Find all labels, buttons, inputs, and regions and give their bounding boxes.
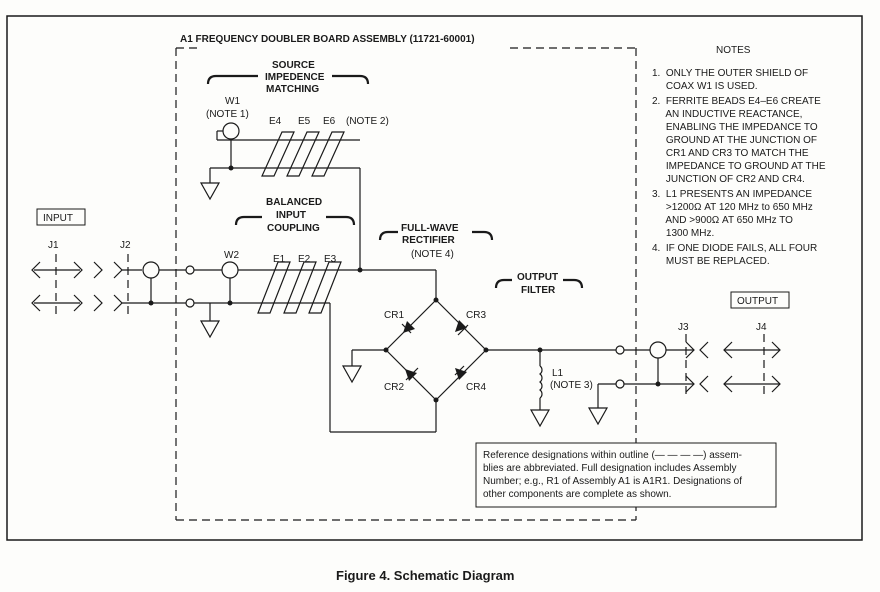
outer-frame <box>6 15 863 541</box>
note-line: 1. ONLY THE OUTER SHIELD OF <box>652 68 808 79</box>
balanced-coupling-label: BALANCED INPUT COUPLING <box>234 197 356 234</box>
svg-text:Number; e.g., R1 of Assembly A: Number; e.g., R1 of Assembly A1 is A1R1.… <box>483 476 742 487</box>
input-label: INPUT <box>43 213 73 224</box>
output-label: OUTPUT <box>737 296 778 307</box>
source-matching-label: SOURCE IMPEDENCE MATCHING <box>206 60 370 95</box>
cr3-label: CR3 <box>466 310 486 321</box>
board-title: A1 FREQUENCY DOUBLER BOARD ASSEMBLY (117… <box>180 34 475 45</box>
input-wiring <box>122 261 195 308</box>
j1-label: J1 <box>48 240 59 251</box>
svg-text:MATCHING: MATCHING <box>266 84 319 95</box>
svg-text:IMPEDENCE: IMPEDENCE <box>265 72 325 83</box>
w1-note: (NOTE 1) <box>206 109 249 120</box>
e1-label: E1 <box>273 254 286 265</box>
l1-note: (NOTE 3) <box>550 380 593 391</box>
note-line: 1300 MHz. <box>652 228 714 239</box>
note-line: ENABLING THE IMPEDANCE TO <box>652 122 818 133</box>
note-line: 4. IF ONE DIODE FAILS, ALL FOUR <box>652 243 817 254</box>
diode-cr2 <box>405 367 419 381</box>
note-line: 2. FERRITE BEADS E4–E6 CREATE <box>652 96 821 107</box>
note-line: 3. L1 PRESENTS AN IMPEDANCE <box>652 189 812 200</box>
output-filter-label: OUTPUT FILTER <box>494 272 584 296</box>
e4-label: E4 <box>269 116 282 127</box>
svg-text:other components are complete: other components are complete as shown. <box>483 489 671 500</box>
w2-label: W2 <box>224 250 239 261</box>
svg-text:COUPLING: COUPLING <box>267 223 320 234</box>
l1-label: L1 <box>552 368 564 379</box>
diode-cr3 <box>455 320 469 336</box>
note-line: >1200Ω AT 120 MHz to 650 MHz <box>652 202 813 213</box>
j2-label: J2 <box>120 240 131 251</box>
note-line: IMPEDANCE TO GROUND AT THE <box>652 161 826 172</box>
output-wiring <box>486 341 694 428</box>
e5-label: E5 <box>298 116 311 127</box>
svg-text:SOURCE: SOURCE <box>272 60 315 71</box>
j3-label: J3 <box>678 322 689 333</box>
w1-coax-and-ferrite-beads <box>199 122 361 270</box>
notes-heading: NOTES <box>716 45 751 56</box>
diode-cr4 <box>454 365 467 380</box>
svg-text:INPUT: INPUT <box>276 210 306 221</box>
reference-box <box>475 442 777 508</box>
svg-text:BALANCED: BALANCED <box>266 197 322 208</box>
svg-text:Reference designations within: Reference designations within outline (—… <box>483 450 742 461</box>
notes-panel: NOTES 1. ONLY THE OUTER SHIELD OF COAX W… <box>652 45 826 267</box>
svg-text:FULL-WAVE: FULL-WAVE <box>401 223 459 234</box>
svg-text:FILTER: FILTER <box>521 285 556 296</box>
note-line: JUNCTION OF CR2 AND CR4. <box>652 174 805 185</box>
note-line: MUST BE REPLACED. <box>652 256 770 267</box>
cr2-label: CR2 <box>384 382 404 393</box>
ferrite-beads-e4-e6 <box>261 131 345 177</box>
e2-label: E2 <box>298 254 311 265</box>
j3-connector <box>685 334 709 398</box>
reference-text: Reference designations within outline (—… <box>483 450 742 500</box>
j1-connector <box>31 254 83 318</box>
board-outline <box>175 47 637 521</box>
e456-note: (NOTE 2) <box>346 116 389 127</box>
note-line: AN INDUCTIVE REACTANCE, <box>652 109 802 120</box>
diode-cr1 <box>401 321 415 334</box>
svg-text:blies are abbreviated. Full de: blies are abbreviated. Full designation … <box>483 463 736 474</box>
note-line: CR1 AND CR3 TO MATCH THE <box>652 148 809 159</box>
cr4-label: CR4 <box>466 382 486 393</box>
j4-label: J4 <box>756 322 767 333</box>
note-line: AND >900Ω AT 650 MHz TO <box>652 215 793 226</box>
e6-label: E6 <box>323 116 336 127</box>
input-label-box <box>36 208 86 226</box>
note-line: COAX W1 IS USED. <box>652 81 758 92</box>
svg-text:OUTPUT: OUTPUT <box>517 272 558 283</box>
cr1-label: CR1 <box>384 310 404 321</box>
j2-connector <box>93 254 129 318</box>
rectifier-label: FULL-WAVE RECTIFIER (NOTE 4) <box>378 223 494 260</box>
e3-label: E3 <box>324 254 337 265</box>
bridge-rectifier <box>341 270 489 432</box>
w2-coax-and-ferrite-beads <box>194 261 436 433</box>
svg-text:RECTIFIER: RECTIFIER <box>402 235 456 246</box>
note-line: GROUND AT THE JUNCTION OF <box>652 135 817 146</box>
svg-text:(NOTE 4): (NOTE 4) <box>411 249 454 260</box>
ferrite-beads-e1-e3 <box>257 261 342 314</box>
figure-caption: Figure 4. Schematic Diagram <box>336 568 514 583</box>
inductor-l1 <box>539 365 543 399</box>
w1-label: W1 <box>225 96 240 107</box>
output-label-box <box>730 291 790 309</box>
j4-connector <box>723 334 781 398</box>
